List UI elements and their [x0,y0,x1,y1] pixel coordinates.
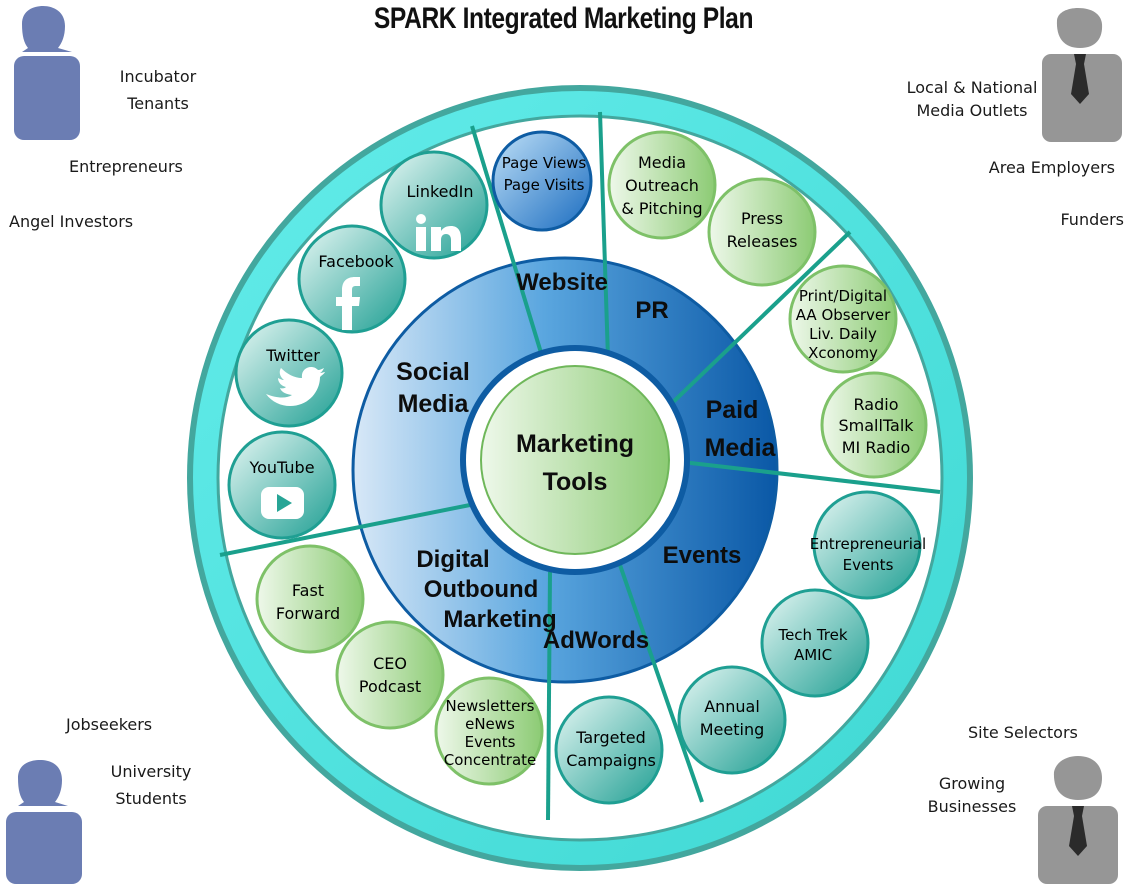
segment-digital-line3: Marketing [443,606,556,633]
segment-paid-media-line2: Media [705,434,777,462]
audience-jobseekers: Jobseekers [66,715,153,734]
person-male-icon [1042,8,1122,142]
svg-text:LinkedIn: LinkedIn [406,182,473,201]
segment-social-line1: Social [396,358,470,386]
svg-text:Facebook: Facebook [318,252,394,271]
audience-angel-investors: Angel Investors [9,212,134,231]
svg-text:eNews: eNews [465,715,515,733]
bubble-media-outreach: Media Outreach & Pitching [607,130,717,240]
svg-text:Targeted: Targeted [575,728,646,747]
audience-growing-businesses: Growing Businesses [927,774,1017,816]
svg-text:Outreach: Outreach [625,176,699,195]
audience-university-students: University Students [110,762,192,808]
segment-social-line2: Media [398,390,470,418]
svg-text:Events: Events [843,556,894,574]
diagram-title: SPARK Integrated Marketing Plan [373,2,754,35]
bubble-print-digital: Print/Digital AA Observer Liv. Daily Xco… [788,264,898,374]
svg-text:Xconomy: Xconomy [808,344,878,362]
youtube-play-icon [261,487,304,519]
svg-text:AA Observer: AA Observer [796,306,891,324]
svg-text:Twitter: Twitter [265,346,320,365]
svg-text:YouTube: YouTube [248,458,314,477]
segment-events: Events [663,542,742,569]
bubble-youtube: YouTube [227,430,337,540]
svg-text:Forward: Forward [276,604,340,623]
segment-digital-line1: Digital [416,546,489,573]
bubble-tech-trek: Tech Trek AMIC [760,588,870,698]
svg-text:Meeting: Meeting [700,720,765,739]
svg-text:Entrepreneurial: Entrepreneurial [810,535,926,553]
bubble-page-views: Page Views Page Visits [491,130,593,232]
svg-text:Press: Press [741,209,783,228]
bubble-radio: Radio SmallTalk MI Radio [820,371,928,479]
svg-text:Radio: Radio [854,395,899,414]
svg-text:Print/Digital: Print/Digital [799,287,887,305]
svg-text:Podcast: Podcast [359,677,421,696]
twitter-bird-icon [266,367,325,406]
bubble-press-releases: Press Releases [707,177,817,287]
svg-text:Tech Trek: Tech Trek [777,626,847,644]
svg-text:Liv. Daily: Liv. Daily [809,325,877,343]
audience-entrepreneurs: Entrepreneurs [69,157,183,176]
svg-text:Annual: Annual [704,697,760,716]
svg-text:Events: Events [465,733,516,751]
svg-text:Fast: Fast [292,581,324,600]
facebook-icon [336,277,360,330]
bubble-twitter: Twitter [234,318,344,428]
segment-paid-media-line1: Paid [706,396,759,424]
audience-incubator-tenants: Incubator Tenants [119,67,197,113]
svg-text:AMIC: AMIC [794,646,832,664]
audience-local-media: Local & National Media Outlets [906,78,1038,120]
svg-text:Media: Media [638,153,686,172]
segment-pr: PR [635,297,668,324]
person-female-icon-bottom [6,760,82,884]
segment-dividers [219,111,941,821]
audience-site-selectors: Site Selectors [968,723,1078,742]
bubble-facebook: Facebook [297,224,407,334]
center-circle [480,365,670,555]
svg-text:SmallTalk: SmallTalk [838,416,914,435]
bubble-fast-forward: Fast Forward [255,544,365,654]
bubble-linkedin: LinkedIn [379,150,489,260]
segment-adwords: AdWords [543,627,649,654]
bubble-ceo-podcast: CEO Podcast [335,620,445,730]
bubble-targeted-campaigns: Targeted Campaigns [554,695,664,805]
bubble-annual-meeting: Annual Meeting [677,665,787,775]
linkedin-icon [416,214,461,251]
svg-text:Page Visits: Page Visits [504,176,585,194]
center-label-line1: Marketing [516,430,634,458]
audience-funders: Funders [1060,210,1124,229]
center-label-line2: Tools [543,468,608,496]
svg-text:Releases: Releases [727,232,798,251]
svg-text:MI Radio: MI Radio [842,438,911,457]
person-male-icon-bottom [1038,756,1118,884]
segment-digital-line2: Outbound [424,576,539,603]
svg-text:Newsletters: Newsletters [446,697,535,715]
bubble-newsletters: Newsletters eNews Events Concentrate [434,676,544,786]
audience-area-employers: Area Employers [988,158,1115,177]
segment-website: Website [516,269,608,296]
svg-text:CEO: CEO [373,654,407,673]
svg-text:Campaigns: Campaigns [566,751,656,770]
svg-text:& Pitching: & Pitching [621,199,702,218]
svg-text:Concentrate: Concentrate [444,751,537,769]
person-female-icon [14,6,80,140]
bubble-entrepreneurial-events: Entrepreneurial Events [810,490,926,600]
svg-text:Page Views: Page Views [502,154,587,172]
